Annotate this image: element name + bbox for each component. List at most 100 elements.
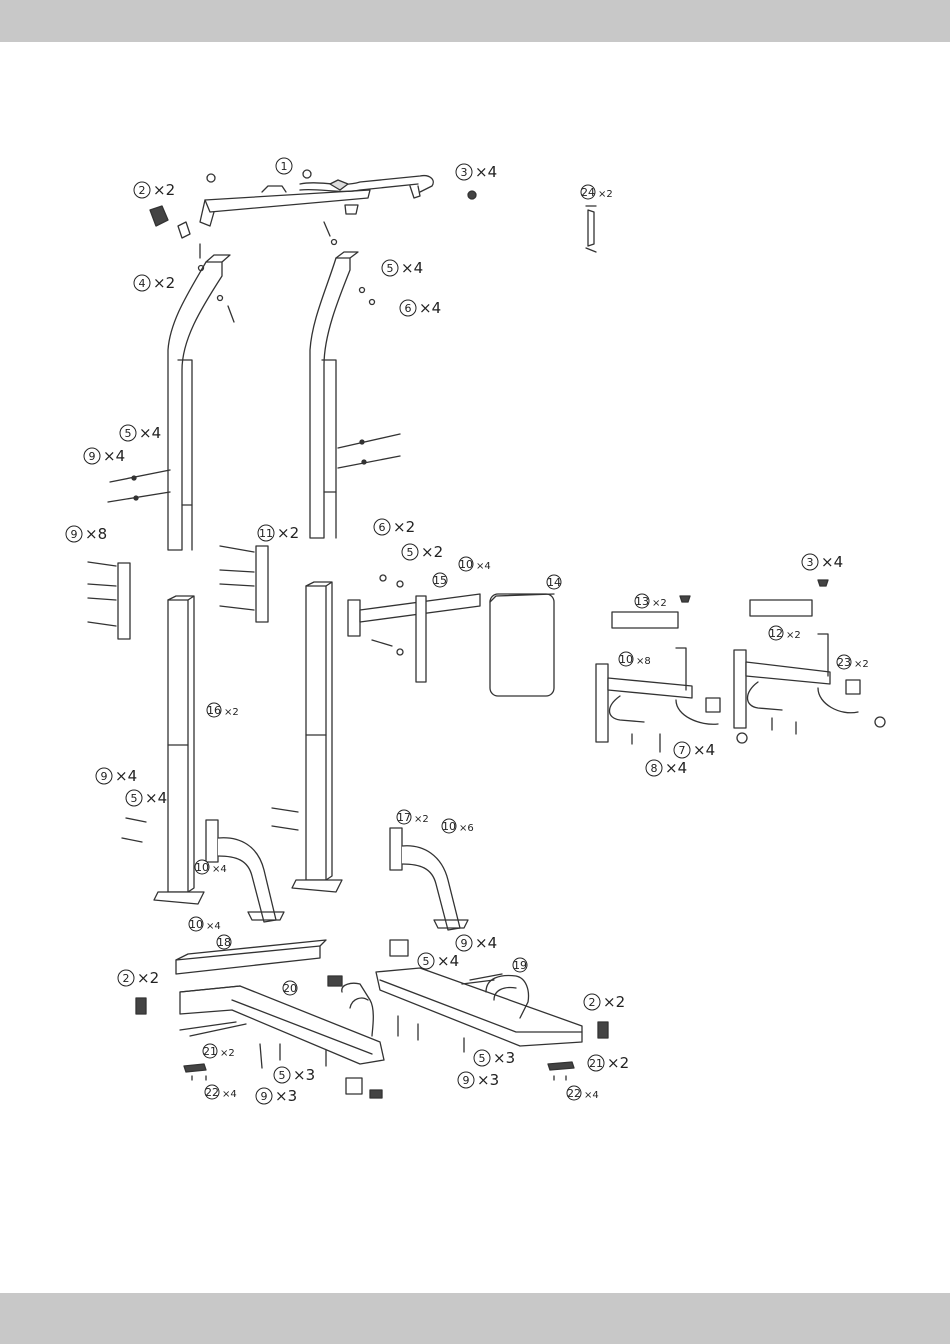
callout-number: 21 — [203, 1045, 217, 1058]
callout-number: 22 — [205, 1086, 219, 1099]
callout-quantity: ×2 — [607, 1054, 629, 1072]
part-18-cross-brace — [176, 940, 326, 974]
callout-part-14: 14 — [547, 575, 561, 589]
callout-part-20: 20 — [283, 981, 297, 995]
callout-number: 5 — [387, 262, 394, 275]
callout-part-11: 11 ×2 — [258, 524, 299, 542]
callout-quantity: ×3 — [293, 1066, 315, 1084]
callout-quantity: ×2 — [652, 598, 667, 609]
callout-quantity: ×4 — [206, 921, 221, 932]
callout-quantity: ×8 — [636, 656, 651, 667]
callout-quantity: ×4 — [401, 259, 423, 277]
callout-part-9: 9 ×4 — [96, 767, 137, 785]
callout-number: 5 — [423, 955, 430, 968]
callout-part-21: 21×2 — [203, 1044, 235, 1059]
callout-part-5: 5×4 — [418, 952, 459, 970]
callout-part-5: 5×3 — [274, 1066, 315, 1084]
part-24-wrench — [586, 206, 596, 252]
callout-quantity: ×3 — [275, 1087, 297, 1105]
callout-quantity: ×4 — [693, 741, 715, 759]
part-20-rear-base — [136, 976, 384, 1098]
callout-number: 20 — [283, 982, 297, 995]
callout-part-10: 10×4 — [459, 557, 491, 572]
callout-number: 9 — [89, 450, 96, 463]
callout-quantity: ×6 — [459, 823, 474, 834]
callout-part-18: 18 — [217, 935, 231, 949]
callout-quantity: ×2 — [854, 659, 869, 670]
callout-part-23: 23×2 — [837, 655, 869, 670]
part-15-seat-arm — [348, 575, 480, 682]
callout-quantity: ×2 — [277, 524, 299, 542]
callout-quantity: ×2 — [137, 969, 159, 987]
callout-part-6: 6×2 — [374, 518, 415, 536]
callout-part-3: 3 ×4 — [802, 553, 843, 571]
callout-quantity: ×8 — [85, 525, 107, 543]
callout-number: 8 — [651, 762, 658, 775]
callout-number: 2 — [139, 184, 146, 197]
callout-number: 9 — [461, 937, 468, 950]
callout-number: 3 — [807, 556, 814, 569]
part-1-top-bar — [178, 170, 433, 238]
part-14-backrest-pad — [490, 594, 554, 696]
callout-number: 15 — [433, 574, 447, 587]
callout-quantity: ×4 — [821, 553, 843, 571]
callout-number: 21 — [589, 1057, 603, 1070]
callout-number: 19 — [513, 959, 527, 972]
callout-quantity: ×2 — [153, 274, 175, 292]
callout-part-12: 12×2 — [769, 626, 801, 641]
callout-part-5: 5×4 — [120, 424, 161, 442]
callout-part-3: 3 ×4 — [456, 163, 497, 181]
callout-number: 10 — [442, 820, 456, 833]
callout-number: 5 — [131, 792, 138, 805]
callout-number: 9 — [101, 770, 108, 783]
callout-quantity: ×4 — [475, 163, 497, 181]
callout-number: 2 — [123, 972, 130, 985]
callout-quantity: ×4 — [475, 934, 497, 952]
callout-part-24: 24×2 — [581, 185, 613, 200]
callout-number: 24 — [581, 186, 595, 199]
callout-quantity: ×4 — [665, 759, 687, 777]
callout-part-22: 22×4 — [205, 1085, 237, 1100]
callout-quantity: ×4 — [103, 447, 125, 465]
callout-part-10: 10×8 — [619, 652, 651, 667]
callout-number: 4 — [139, 277, 146, 290]
callout-quantity: ×4 — [212, 864, 227, 875]
part-3-knob-top — [468, 191, 476, 199]
callout-quantity: ×2 — [603, 993, 625, 1011]
callout-part-10: 10×4 — [189, 917, 221, 932]
callout-number: 6 — [405, 302, 412, 315]
callout-number: 10 — [619, 653, 633, 666]
callout-number: 16 — [207, 704, 221, 717]
part-4-upper-uprights — [168, 252, 358, 550]
callout-quantity: ×2 — [598, 189, 613, 200]
callout-quantity: ×3 — [477, 1071, 499, 1089]
callout-part-17: 17×2 — [397, 810, 429, 825]
callout-number: 18 — [217, 936, 231, 949]
callout-quantity: ×4 — [476, 561, 491, 572]
callout-number: 10 — [189, 918, 203, 931]
callout-number: 3 — [461, 166, 468, 179]
callout-part-5: 5 ×3 — [474, 1049, 515, 1067]
callout-part-9: 9×8 — [66, 525, 107, 543]
callout-part-2: 2×2 — [584, 993, 625, 1011]
callout-part-21: 21 ×2 — [588, 1054, 629, 1072]
callout-part-9: 9 ×4 — [456, 934, 497, 952]
callout-quantity: ×3 — [493, 1049, 515, 1067]
callout-number: 22 — [567, 1087, 581, 1100]
callout-quantity: ×4 — [419, 299, 441, 317]
callout-number: 10 — [195, 861, 209, 874]
callout-part-9: 9 ×4 — [84, 447, 125, 465]
callout-part-9: 9 ×3 — [458, 1071, 499, 1089]
callout-number: 17 — [397, 811, 411, 824]
callout-quantity: ×4 — [115, 767, 137, 785]
callout-number: 9 — [463, 1074, 470, 1087]
callout-part-16: 16×2 — [207, 703, 239, 718]
callout-number: 14 — [547, 576, 561, 589]
callout-quantity: ×2 — [786, 630, 801, 641]
callout-part-15: 15 — [433, 573, 447, 587]
callout-quantity: ×2 — [224, 707, 239, 718]
callout-number: 11 — [259, 527, 273, 540]
callout-number: 5 — [479, 1052, 486, 1065]
callout-part-2: 2 ×2 — [118, 969, 159, 987]
